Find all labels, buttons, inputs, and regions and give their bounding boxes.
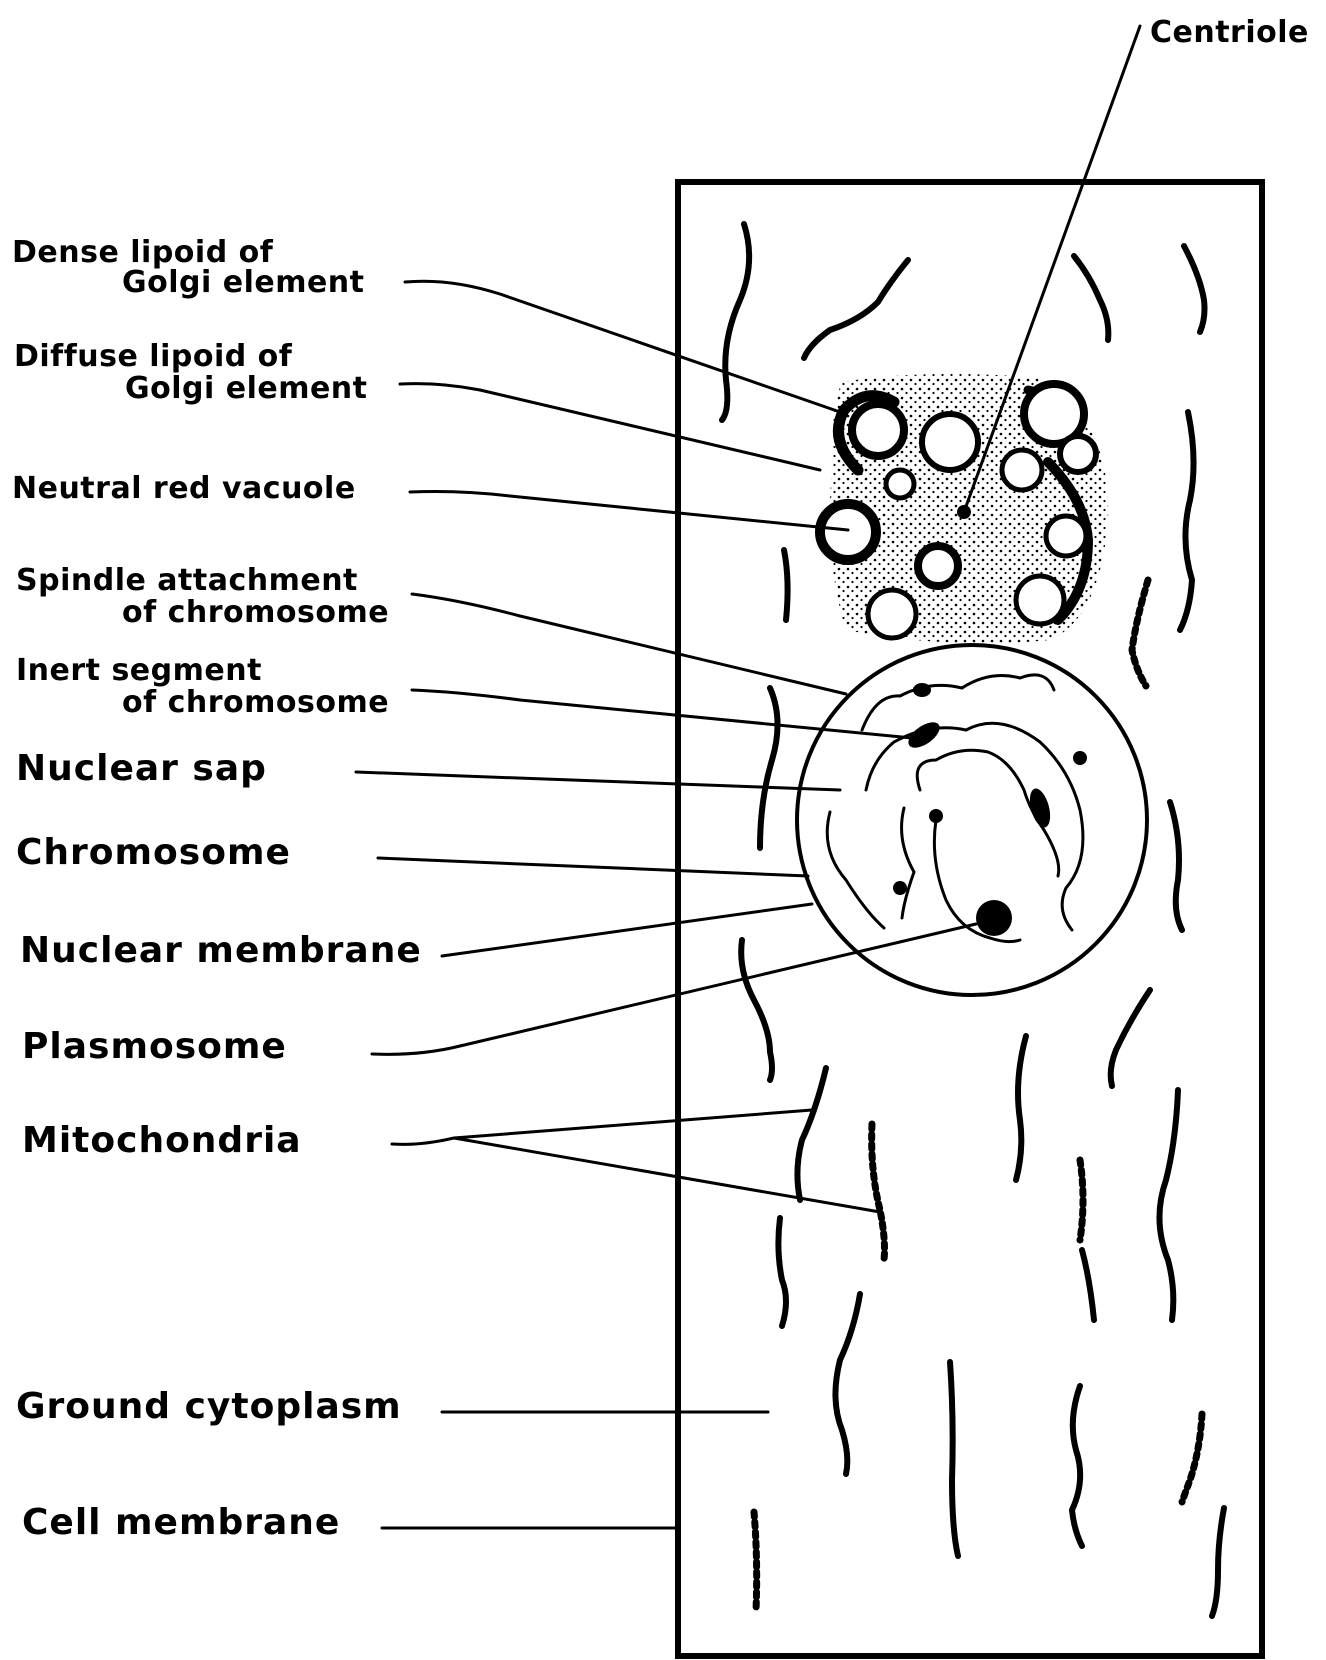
label-spindle-attachment-line2: of chromosome bbox=[122, 595, 389, 630]
golgi-vacuole bbox=[922, 414, 978, 470]
mitochondrion-beaded bbox=[872, 1124, 885, 1260]
golgi-vacuole bbox=[918, 546, 958, 586]
chromosome-strand bbox=[902, 808, 914, 918]
label-dense-lipoid: Dense lipoid of Golgi element bbox=[12, 235, 365, 300]
mitochondrion bbox=[1111, 990, 1150, 1086]
mitochondrion bbox=[1184, 246, 1205, 332]
mitochondrion bbox=[804, 260, 908, 358]
golgi-vacuole bbox=[852, 404, 904, 456]
leader-dense-lipoid bbox=[405, 281, 840, 412]
mitochondrion bbox=[797, 1068, 826, 1200]
mitochondrion bbox=[1170, 802, 1182, 930]
leader-inert-segment bbox=[412, 690, 912, 738]
mitochondrion bbox=[1180, 412, 1194, 630]
spindle-attachment bbox=[893, 881, 907, 895]
mitochondrion bbox=[1016, 1036, 1026, 1180]
golgi-vacuole bbox=[1016, 576, 1064, 624]
mitochondrion-beaded bbox=[1182, 1414, 1202, 1502]
mitochondrion-beaded bbox=[1132, 580, 1148, 686]
label-diffuse-lipoid-line1: Diffuse lipoid of bbox=[14, 339, 293, 374]
label-plasmosome: Plasmosome bbox=[22, 1026, 287, 1067]
label-dense-lipoid-line2: Golgi element bbox=[122, 265, 365, 300]
leader-diffuse-lipoid bbox=[400, 384, 820, 470]
label-nuclear-membrane: Nuclear membrane bbox=[20, 930, 422, 971]
label-nuclear-sap: Nuclear sap bbox=[16, 748, 267, 789]
golgi-vacuole bbox=[1060, 436, 1096, 472]
golgi-vacuole bbox=[1046, 516, 1086, 556]
chromosome-strand bbox=[862, 675, 1054, 730]
leader-neutral-red-vacuole bbox=[410, 492, 848, 531]
label-mitochondria: Mitochondria bbox=[22, 1120, 302, 1161]
leader-nuclear-membrane bbox=[442, 904, 812, 956]
label-inert-segment-line2: of chromosome bbox=[122, 685, 389, 720]
chromosome-strand bbox=[866, 723, 1083, 930]
mitochondrion bbox=[784, 550, 788, 620]
label-ground-cytoplasm: Ground cytoplasm bbox=[16, 1386, 402, 1427]
mitochondrion bbox=[950, 1362, 958, 1556]
mitochondrion bbox=[760, 688, 778, 848]
label-spindle-attachment-line1: Spindle attachment bbox=[16, 563, 358, 598]
label-chromosome: Chromosome bbox=[16, 832, 291, 873]
label-spindle-attachment: Spindle attachment of chromosome bbox=[16, 563, 389, 630]
label-diffuse-lipoid-line2: Golgi element bbox=[125, 371, 368, 406]
label-cell-membrane: Cell membrane bbox=[22, 1502, 340, 1543]
mitochondrion bbox=[835, 1294, 860, 1474]
plasmosome bbox=[976, 900, 1012, 936]
leader-plasmosome bbox=[372, 924, 976, 1054]
mitochondrion bbox=[1074, 256, 1108, 340]
spindle-attachment bbox=[929, 809, 943, 823]
mitochondrion bbox=[722, 224, 749, 420]
spindle-attachment bbox=[1073, 751, 1087, 765]
leader-spindle-attachment bbox=[412, 594, 846, 694]
leader-chromosome bbox=[378, 858, 808, 876]
mitochondrion bbox=[1072, 1386, 1082, 1546]
label-inert-segment: Inert segment of chromosome bbox=[16, 653, 389, 720]
label-neutral-red-vacuole: Neutral red vacuole bbox=[12, 471, 356, 506]
label-diffuse-lipoid: Diffuse lipoid of Golgi element bbox=[14, 339, 368, 406]
golgi-vacuole bbox=[1002, 450, 1042, 490]
neutral-red-vacuole bbox=[820, 504, 876, 560]
mitochondrion bbox=[1159, 1090, 1178, 1320]
mitochondrion-beaded bbox=[754, 1512, 757, 1610]
label-inert-segment-line1: Inert segment bbox=[16, 653, 262, 688]
golgi-vacuole bbox=[886, 470, 914, 498]
golgi-vacuole bbox=[868, 590, 916, 638]
nuclear-membrane bbox=[797, 645, 1147, 995]
label-centriole: Centriole bbox=[1150, 15, 1309, 50]
nucleus bbox=[797, 645, 1147, 995]
spindle-attachment bbox=[913, 683, 931, 697]
mitochondrion-beaded bbox=[1080, 1160, 1083, 1240]
leader-mitochondria-b bbox=[454, 1138, 880, 1212]
mitochondrion bbox=[1212, 1508, 1224, 1616]
mitochondrion bbox=[778, 1218, 786, 1326]
mitochondrion bbox=[741, 940, 772, 1080]
mitochondrion bbox=[1082, 1250, 1094, 1320]
chromosome-strand bbox=[827, 812, 884, 928]
